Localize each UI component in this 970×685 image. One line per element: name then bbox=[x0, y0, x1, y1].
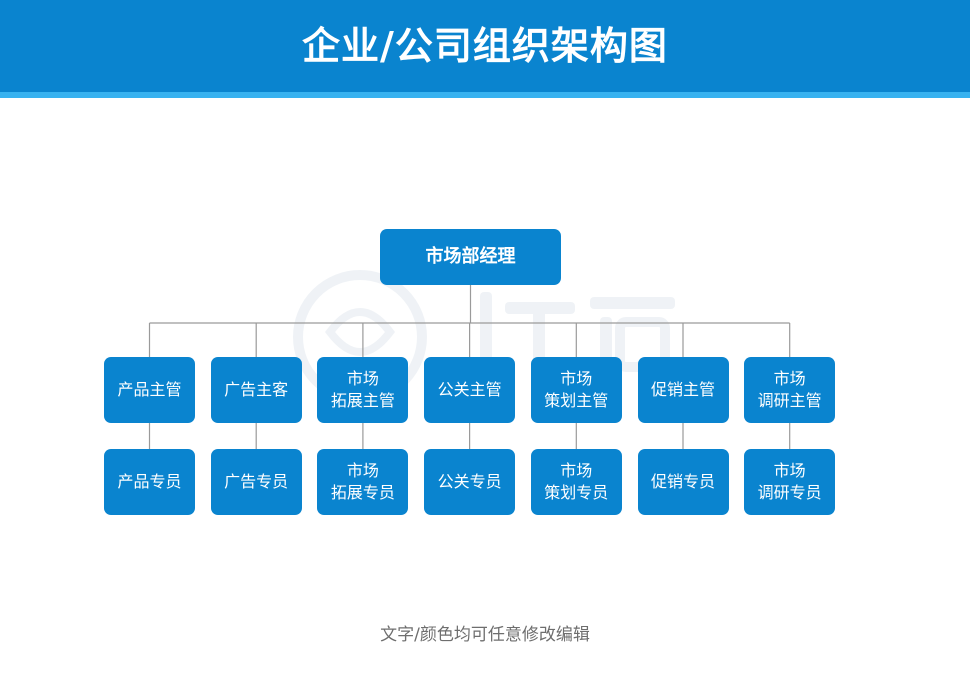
staff-node: 公关专员 bbox=[424, 449, 516, 515]
staff-node: 市场 策划专员 bbox=[530, 449, 622, 515]
staff-node: 市场 拓展专员 bbox=[317, 449, 409, 515]
manager-node: 促销主管 bbox=[637, 357, 729, 423]
manager-node: 市场 策划主管 bbox=[530, 357, 622, 423]
manager-node: 产品主管 bbox=[104, 357, 195, 423]
manager-node: 市场 拓展主管 bbox=[317, 357, 409, 423]
manager-node: 广告主客 bbox=[210, 357, 302, 423]
staff-node: 促销专员 bbox=[637, 449, 729, 515]
header-bar bbox=[0, 0, 970, 92]
page-title: 企业/公司组织架构图 bbox=[302, 24, 668, 68]
header-stripe bbox=[0, 92, 970, 98]
root-node-manager: 市场部经理 bbox=[380, 229, 561, 285]
staff-node: 广告专员 bbox=[210, 449, 302, 515]
staff-node: 产品专员 bbox=[104, 449, 195, 515]
manager-node: 市场 调研主管 bbox=[744, 357, 836, 423]
manager-node: 公关主管 bbox=[424, 357, 516, 423]
footer-note: 文字/颜色均可任意修改编辑 bbox=[380, 625, 590, 645]
staff-node: 市场 调研专员 bbox=[744, 449, 836, 515]
